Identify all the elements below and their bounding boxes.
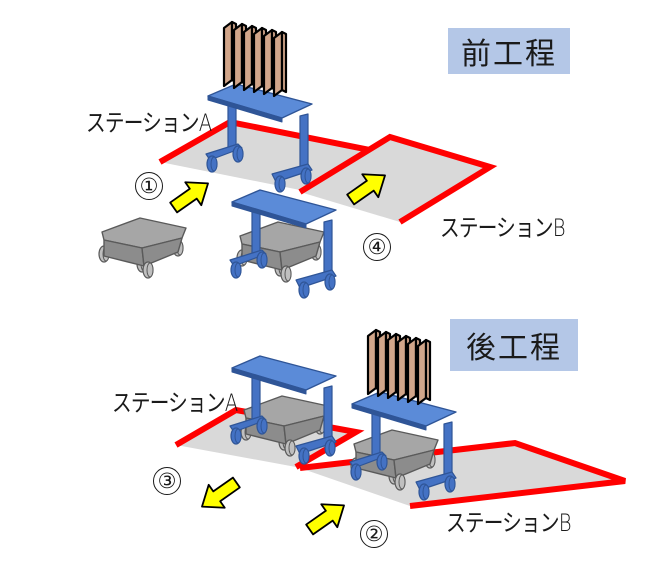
arrow-shape xyxy=(346,173,386,206)
wheel-hub xyxy=(354,464,362,480)
cart-leg-back-left xyxy=(251,375,261,423)
wheel-hub xyxy=(260,252,268,268)
stacked-parts xyxy=(366,328,432,406)
phase-badge-post-process: 後工程 xyxy=(450,319,578,371)
agv-empty-top xyxy=(98,217,187,279)
wheel-hub xyxy=(328,440,336,456)
step-number-1: ① xyxy=(135,172,163,200)
cart-leg-back-left xyxy=(371,411,381,459)
part-plate xyxy=(242,24,254,92)
wheel-hub xyxy=(380,454,388,470)
wheel-hub xyxy=(302,448,310,464)
part-plate-side xyxy=(424,338,432,402)
station-b-floor-top xyxy=(298,133,498,225)
stacked-parts xyxy=(222,20,288,98)
wheel-hub xyxy=(328,274,336,290)
wheel-hub xyxy=(210,156,218,172)
cart-leg-back-left xyxy=(227,103,237,151)
station-border xyxy=(298,133,498,225)
wheel-hub xyxy=(234,262,242,278)
cart-leg-right xyxy=(323,385,333,443)
agv-side xyxy=(393,449,435,479)
part-plate xyxy=(396,334,408,402)
step-number-2: ② xyxy=(360,520,388,548)
wheel-hub xyxy=(234,428,242,444)
station-b-label-bottom: ステーションB xyxy=(446,509,572,537)
arrow-step-1 xyxy=(169,181,209,214)
cart-with-parts-bottom xyxy=(349,328,457,501)
wheel-hub xyxy=(422,484,430,500)
wheel-hub xyxy=(288,440,296,456)
station-b-floor-bottom xyxy=(299,439,626,509)
cart-table-edge xyxy=(231,367,307,395)
cart-table-edge xyxy=(351,403,427,431)
station-floor xyxy=(300,137,490,222)
phase-badge-pre-process: 前工程 xyxy=(448,28,570,74)
wheel-hub xyxy=(236,146,244,162)
wheel-hub xyxy=(260,418,268,434)
station-floor xyxy=(300,443,625,506)
empty-cart-bottom xyxy=(229,355,337,465)
step-number-4: ④ xyxy=(363,233,391,261)
station-a-label-top: ステーションA xyxy=(86,109,212,137)
part-plate xyxy=(376,330,388,398)
part-plate xyxy=(272,30,284,98)
part-plate-side xyxy=(280,30,288,94)
cart-leg-right xyxy=(323,219,333,277)
wheel-hub xyxy=(304,168,312,184)
arrow-step-4 xyxy=(346,173,386,206)
cart-leg-back-left xyxy=(251,209,261,257)
wheel-hub xyxy=(398,474,406,490)
cart-leg-right xyxy=(443,421,453,479)
wheel-hub xyxy=(448,476,456,492)
arrow-shape xyxy=(305,503,345,536)
agv-under-cart-top xyxy=(236,221,325,283)
part-plate xyxy=(222,20,234,88)
step-number-3: ③ xyxy=(153,467,181,495)
wheel-hub xyxy=(146,262,154,278)
part-plate xyxy=(232,22,244,90)
arrow-step-3 xyxy=(201,476,241,509)
part-plate xyxy=(416,338,428,406)
wheel-hub xyxy=(278,176,286,192)
agv-side xyxy=(141,237,183,267)
part-plate xyxy=(406,336,418,404)
cart-table-edge xyxy=(207,95,283,123)
agv-side xyxy=(279,241,321,271)
station-b-label-top: ステーションB xyxy=(440,214,566,242)
cart-leg-right xyxy=(299,113,309,171)
arrow-step-2 xyxy=(305,503,345,536)
objects-layer xyxy=(98,20,457,536)
arrow-shape xyxy=(201,476,241,509)
cart-table-edge xyxy=(231,201,307,229)
phase-label: 前工程 xyxy=(461,37,557,72)
part-plate xyxy=(386,332,398,400)
empty-cart-top xyxy=(229,189,337,299)
part-plate xyxy=(366,328,378,396)
part-plate xyxy=(262,28,274,96)
wheel-hub xyxy=(302,282,310,298)
station-a-label-bottom: ステーションA xyxy=(112,389,238,417)
arrow-shape xyxy=(169,181,209,214)
agv-side xyxy=(283,415,325,445)
part-plate xyxy=(252,26,264,94)
cart-with-parts-top xyxy=(205,20,313,193)
phase-label: 後工程 xyxy=(466,331,562,366)
wheel-hub xyxy=(284,266,292,282)
